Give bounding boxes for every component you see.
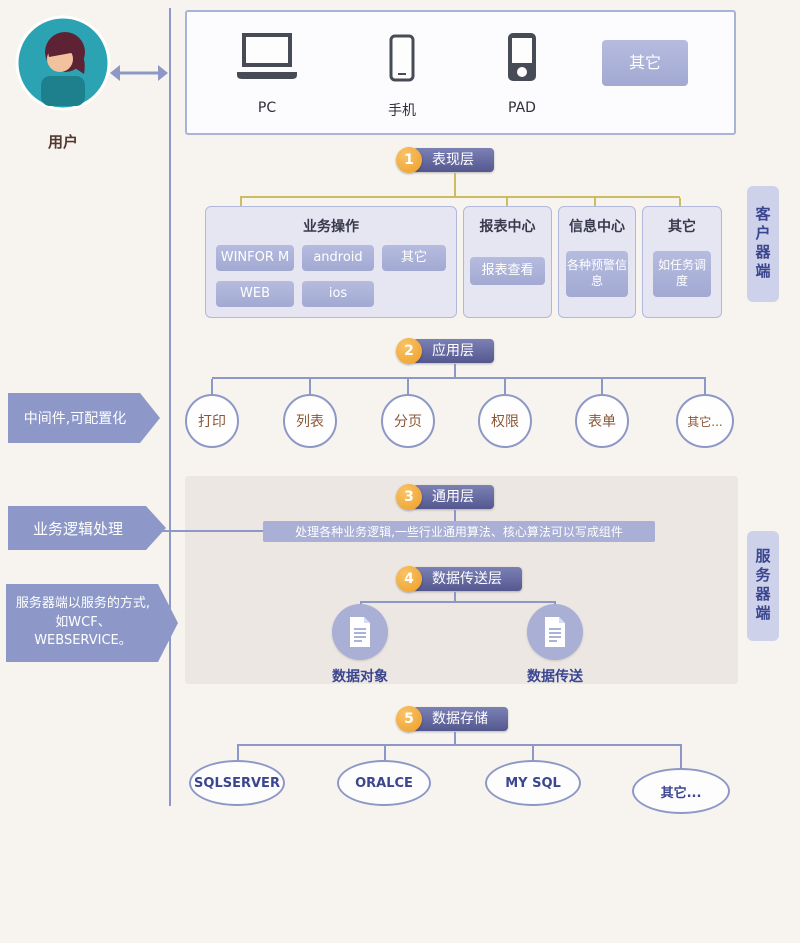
server-side-tab: 服务器端: [747, 531, 779, 641]
data-object-circle: [332, 604, 388, 660]
report-center-box: 报表中心 报表查看: [463, 206, 552, 318]
user-label: 用户: [47, 133, 78, 151]
connector-line: [594, 198, 596, 206]
layer1-number: 1: [396, 147, 422, 173]
middleware-note: 中间件,可配置化: [8, 393, 160, 443]
layer4-number: 4: [396, 566, 422, 592]
report-center-title: 报表中心: [479, 219, 536, 235]
pc-label: PC: [257, 100, 277, 116]
layer5-title: 数据存储: [413, 707, 508, 731]
biz-button-winform: WINFOR M: [216, 245, 294, 271]
connector-line: [504, 379, 506, 394]
user-avatar-icon: [15, 15, 111, 111]
data-transfer-circle: [527, 604, 583, 660]
connector-line: [384, 746, 386, 760]
devices-panel: PC 手机 PAD 其它: [185, 10, 736, 135]
info-center-box: 信息中心 各种预警信息: [558, 206, 636, 318]
connector-line: [704, 379, 706, 394]
app-circle-print: 打印: [185, 394, 239, 448]
layer4-title: 数据传送层: [413, 567, 522, 591]
connector-line: [454, 364, 456, 377]
connector-line: [211, 379, 213, 394]
alert-info-button: 各种预警信息: [566, 251, 628, 297]
db-oracle: ORALCE: [337, 760, 431, 806]
app-circle-other: 其它...: [676, 394, 734, 448]
user-avatar: [14, 14, 112, 112]
layer2-badge: 2 应用层: [396, 338, 494, 364]
connector-line: [240, 198, 242, 206]
user-device-arrow: [110, 64, 168, 86]
layer4-badge: 4 数据传送层: [396, 566, 522, 592]
report-view-button: 报表查看: [470, 257, 545, 285]
db-other: 其它...: [632, 768, 730, 814]
layer3-title: 通用层: [413, 485, 494, 509]
connector-line: [212, 377, 706, 379]
layer3-number: 3: [396, 484, 422, 510]
biz-operations-box: 业务操作 WINFOR M android 其它 WEB ios: [205, 206, 457, 318]
db-sqlserver: SQLSERVER: [189, 760, 285, 806]
layer3-badge: 3 通用层: [396, 484, 494, 510]
app-circle-list: 列表: [283, 394, 337, 448]
layer2-title: 应用层: [413, 339, 494, 363]
spine-line: [169, 8, 171, 806]
connector-line: [679, 198, 681, 206]
other-center-title: 其它: [668, 219, 696, 235]
pad-icon: [507, 32, 537, 86]
connector-line: [240, 196, 680, 198]
connector-line: [680, 746, 682, 768]
biz-button-web: WEB: [216, 281, 294, 307]
pad-label: PAD: [508, 100, 536, 116]
connector-line: [309, 379, 311, 394]
client-side-tab: 客户器端: [747, 186, 779, 302]
connector-line: [407, 379, 409, 394]
connector-line: [454, 173, 456, 196]
connector-line: [506, 198, 508, 206]
biz-button-android: android: [302, 245, 374, 271]
app-circle-form: 表单: [575, 394, 629, 448]
document-icon: [350, 617, 370, 647]
layer1-title: 表现层: [413, 148, 494, 172]
connector-line: [360, 601, 556, 603]
phone-icon: [389, 34, 415, 86]
webservice-note: 服务器端以服务的方式,如WCF、WEBSERVICE。: [6, 584, 178, 662]
layer5-number: 5: [396, 706, 422, 732]
layer1-badge: 1 表现层: [396, 147, 494, 173]
connector-line: [454, 510, 456, 521]
business-logic-note: 业务逻辑处理: [8, 506, 166, 550]
layer2-number: 2: [396, 338, 422, 364]
document-icon: [545, 617, 565, 647]
connector-line: [454, 592, 456, 601]
devices-other-button: 其它: [602, 40, 688, 86]
connector-line: [601, 379, 603, 394]
biz-operations-title: 业务操作: [303, 219, 359, 235]
connector-line: [532, 746, 534, 760]
connector-line: [237, 744, 682, 746]
layer5-badge: 5 数据存储: [396, 706, 508, 732]
data-object-label: 数据对象: [332, 669, 388, 685]
other-center-box: 其它 如任务调度: [642, 206, 722, 318]
common-layer-description: 处理各种业务逻辑,一些行业通用算法、核心算法可以写成组件: [263, 521, 655, 542]
connector-line: [237, 746, 239, 760]
app-circle-permission: 权限: [478, 394, 532, 448]
phone-label: 手机: [388, 103, 416, 119]
connector-line: [454, 732, 456, 744]
task-schedule-button: 如任务调度: [653, 251, 711, 297]
biz-button-other: 其它: [382, 245, 446, 271]
connector-line: [150, 530, 263, 532]
app-circle-paging: 分页: [381, 394, 435, 448]
info-center-title: 信息中心: [569, 219, 625, 235]
db-mysql: MY SQL: [485, 760, 581, 806]
pc-icon: [231, 32, 303, 88]
data-transfer-label: 数据传送: [527, 669, 583, 685]
biz-button-ios: ios: [302, 281, 374, 307]
